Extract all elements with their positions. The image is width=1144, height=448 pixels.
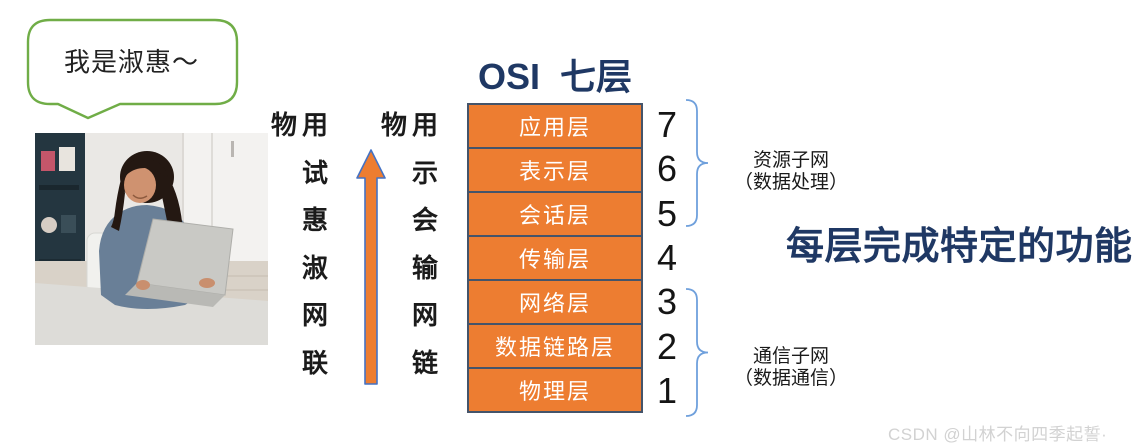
mnemonic-char: 网 bbox=[301, 300, 328, 331]
mnemonic-char: 淑 bbox=[301, 252, 328, 283]
mnemonic-char: 会 bbox=[411, 205, 438, 236]
mnemonic-char: 示 bbox=[411, 157, 438, 188]
mnemonic-column-right: 物用示会输网链 bbox=[381, 110, 438, 378]
layer-number-5: 5 bbox=[656, 192, 678, 234]
layer-number-6: 6 bbox=[656, 148, 678, 190]
mnemonic-char: 试 bbox=[301, 157, 328, 188]
group-label-resource-subnet: 资源子网 （数据处理） bbox=[726, 150, 856, 194]
mnemonic-top-pair: 物用 bbox=[271, 110, 328, 140]
layer-number-1: 1 bbox=[656, 369, 678, 411]
caption-text: 每层完成特定的功能 bbox=[786, 226, 1133, 268]
osi-layer-stack: 应用层表示层会话层传输层网络层数据链路层物理层 bbox=[467, 103, 643, 413]
group-subtitle: （数据通信） bbox=[733, 368, 848, 389]
speech-bubble: 我是淑惠～ bbox=[26, 17, 241, 125]
mnemonic-char: 链 bbox=[411, 347, 438, 378]
group-label-communication-subnet: 通信子网 （数据通信） bbox=[726, 346, 856, 390]
layer-number-3: 3 bbox=[656, 281, 678, 323]
mnemonic-char: 输 bbox=[411, 252, 438, 283]
group-title: 通信子网 bbox=[752, 346, 829, 367]
group-subtitle: （数据处理） bbox=[733, 172, 848, 193]
mnemonic-column-left: 物用试惠淑网联 bbox=[271, 110, 328, 378]
mnemonic-char: 惠 bbox=[301, 205, 328, 236]
osi-layer-row-4: 传输层 bbox=[467, 235, 643, 281]
up-arrow-icon bbox=[356, 149, 386, 385]
osi-title: OSI 七层 bbox=[477, 56, 633, 97]
mnemonic-char: 物 bbox=[381, 110, 408, 140]
brace-communication-subnet-icon bbox=[685, 288, 709, 417]
osi-layer-row-3: 网络层 bbox=[467, 279, 643, 325]
mnemonic-char: 网 bbox=[411, 300, 438, 331]
mnemonic-char: 联 bbox=[301, 347, 328, 378]
osi-layer-row-7: 应用层 bbox=[467, 103, 643, 149]
photo-illustration bbox=[35, 133, 268, 345]
group-title: 资源子网 bbox=[752, 150, 829, 171]
mnemonic-top-pair: 物用 bbox=[381, 110, 438, 140]
mnemonic-char: 用 bbox=[411, 110, 438, 140]
osi-layer-row-1: 物理层 bbox=[467, 367, 643, 413]
speech-bubble-text: 我是淑惠～ bbox=[63, 47, 199, 77]
mnemonic-char: 物 bbox=[271, 110, 298, 140]
speech-bubble-shape bbox=[26, 18, 239, 120]
osi-layer-row-5: 会话层 bbox=[467, 191, 643, 237]
mnemonic-char: 用 bbox=[301, 110, 328, 140]
osi-layer-row-2: 数据链路层 bbox=[467, 323, 643, 369]
osi-layer-row-6: 表示层 bbox=[467, 147, 643, 193]
layer-number-7: 7 bbox=[656, 104, 678, 146]
photo-woman-laptop bbox=[35, 133, 268, 345]
brace-resource-subnet-icon bbox=[685, 99, 709, 227]
watermark-text: CSDN @山林不向四季起誓· bbox=[888, 425, 1108, 444]
layer-number-2: 2 bbox=[656, 325, 678, 367]
layer-number-4: 4 bbox=[656, 236, 678, 278]
